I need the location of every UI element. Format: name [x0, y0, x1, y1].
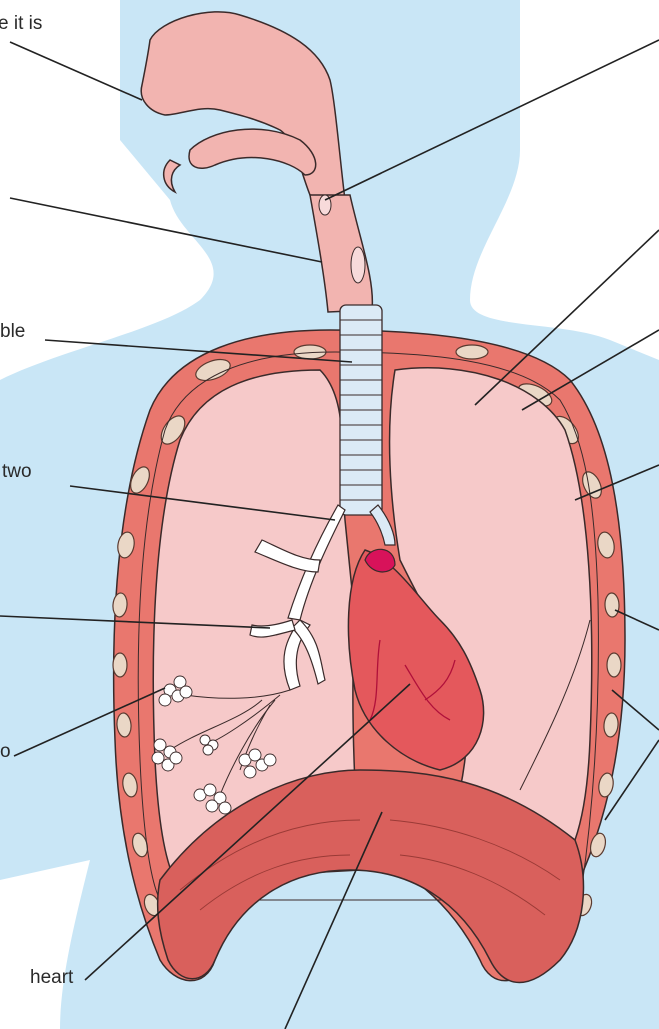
label-mid-left-2: two	[2, 462, 32, 481]
label-mid-left-1: ble	[0, 322, 25, 341]
larynx-cartilage	[351, 247, 365, 283]
label-heart: heart	[30, 968, 73, 987]
label-top-left: e it is	[0, 14, 42, 33]
label-lower-left: o	[0, 742, 11, 761]
